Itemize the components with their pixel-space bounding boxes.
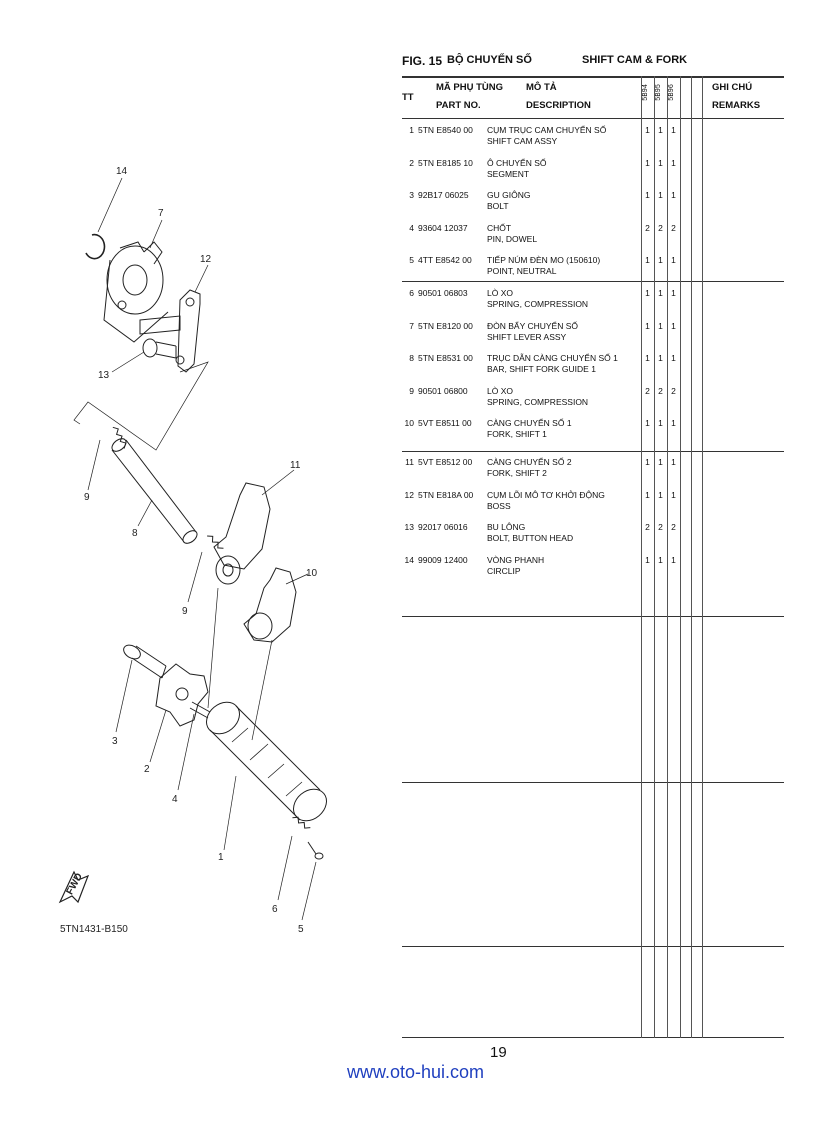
segment-drawing xyxy=(155,663,209,727)
website-link[interactable]: www.oto-hui.com xyxy=(347,1062,485,1082)
callout-6: 6 xyxy=(272,904,278,915)
shift-fork-1-drawing xyxy=(243,567,297,643)
exploded-parts-diagram: 14 7 12 13 11 9 8 9 10 3 2 4 1 6 5 FWD 5… xyxy=(58,166,327,935)
callout-9-lower: 9 xyxy=(182,606,188,617)
callout-1: 1 xyxy=(218,852,224,863)
col-header-remarks-vn: GHI CHÚ xyxy=(712,82,753,93)
callout-7: 7 xyxy=(158,208,164,219)
neutral-point-drawing xyxy=(307,841,324,860)
button-bolt-drawing xyxy=(142,338,177,359)
forward-arrow-icon xyxy=(58,870,90,904)
col-header-remarks-en: REMARKS xyxy=(712,100,761,111)
shift-lever-drawing xyxy=(103,241,169,343)
col-header-model-1: 5B94 xyxy=(642,84,650,101)
figure-number: FIG. 15 xyxy=(402,54,443,68)
dowel-pin-drawing xyxy=(189,701,211,719)
callout-4: 4 xyxy=(172,794,178,805)
callout-9-upper: 9 xyxy=(84,492,90,503)
figure-title-en: SHIFT CAM & FORK xyxy=(582,54,688,66)
page-number: 19 xyxy=(490,1044,507,1061)
gu-gion-bolt-drawing xyxy=(123,644,167,679)
col-header-tt: TT xyxy=(402,92,414,103)
col-header-description-vn: MÔ TẢ xyxy=(526,82,557,93)
callout-2: 2 xyxy=(144,764,150,775)
parts-table: TT MÃ PHỤ TÙNG PART NO. MÔ TẢ DESCRIPTIO… xyxy=(402,76,784,1038)
spring-drawing xyxy=(207,535,224,549)
shift-cam-drum-drawing xyxy=(206,701,327,822)
callout-14: 14 xyxy=(116,166,128,177)
figure-header: FIG. 15 BỘ CHUYỂN SỐ SHIFT CAM & FORK xyxy=(402,54,784,72)
callout-11: 11 xyxy=(290,460,301,471)
col-header-description-en: DESCRIPTION xyxy=(526,100,591,111)
boss-drawing xyxy=(139,289,201,373)
col-header-part-no-en: PART NO. xyxy=(436,100,481,111)
callout-13: 13 xyxy=(98,370,110,381)
col-header-model-3: 5B96 xyxy=(668,84,676,101)
callout-3: 3 xyxy=(112,736,118,747)
guide-bar-drawing xyxy=(111,438,198,544)
col-header-model-2: 5B95 xyxy=(655,84,663,101)
figure-code: 5TN1431-B150 xyxy=(60,924,128,935)
callout-5: 5 xyxy=(298,924,304,935)
callout-8: 8 xyxy=(132,528,138,539)
col-header-part-no-vn: MÃ PHỤ TÙNG xyxy=(436,82,504,93)
shift-fork-2-drawing xyxy=(213,482,271,585)
neutral-spring-drawing xyxy=(292,816,311,829)
circlip-drawing xyxy=(85,233,106,260)
figure-title-vn: BỘ CHUYỂN SỐ xyxy=(447,54,532,66)
callout-12: 12 xyxy=(200,254,212,265)
callout-10: 10 xyxy=(306,568,318,579)
